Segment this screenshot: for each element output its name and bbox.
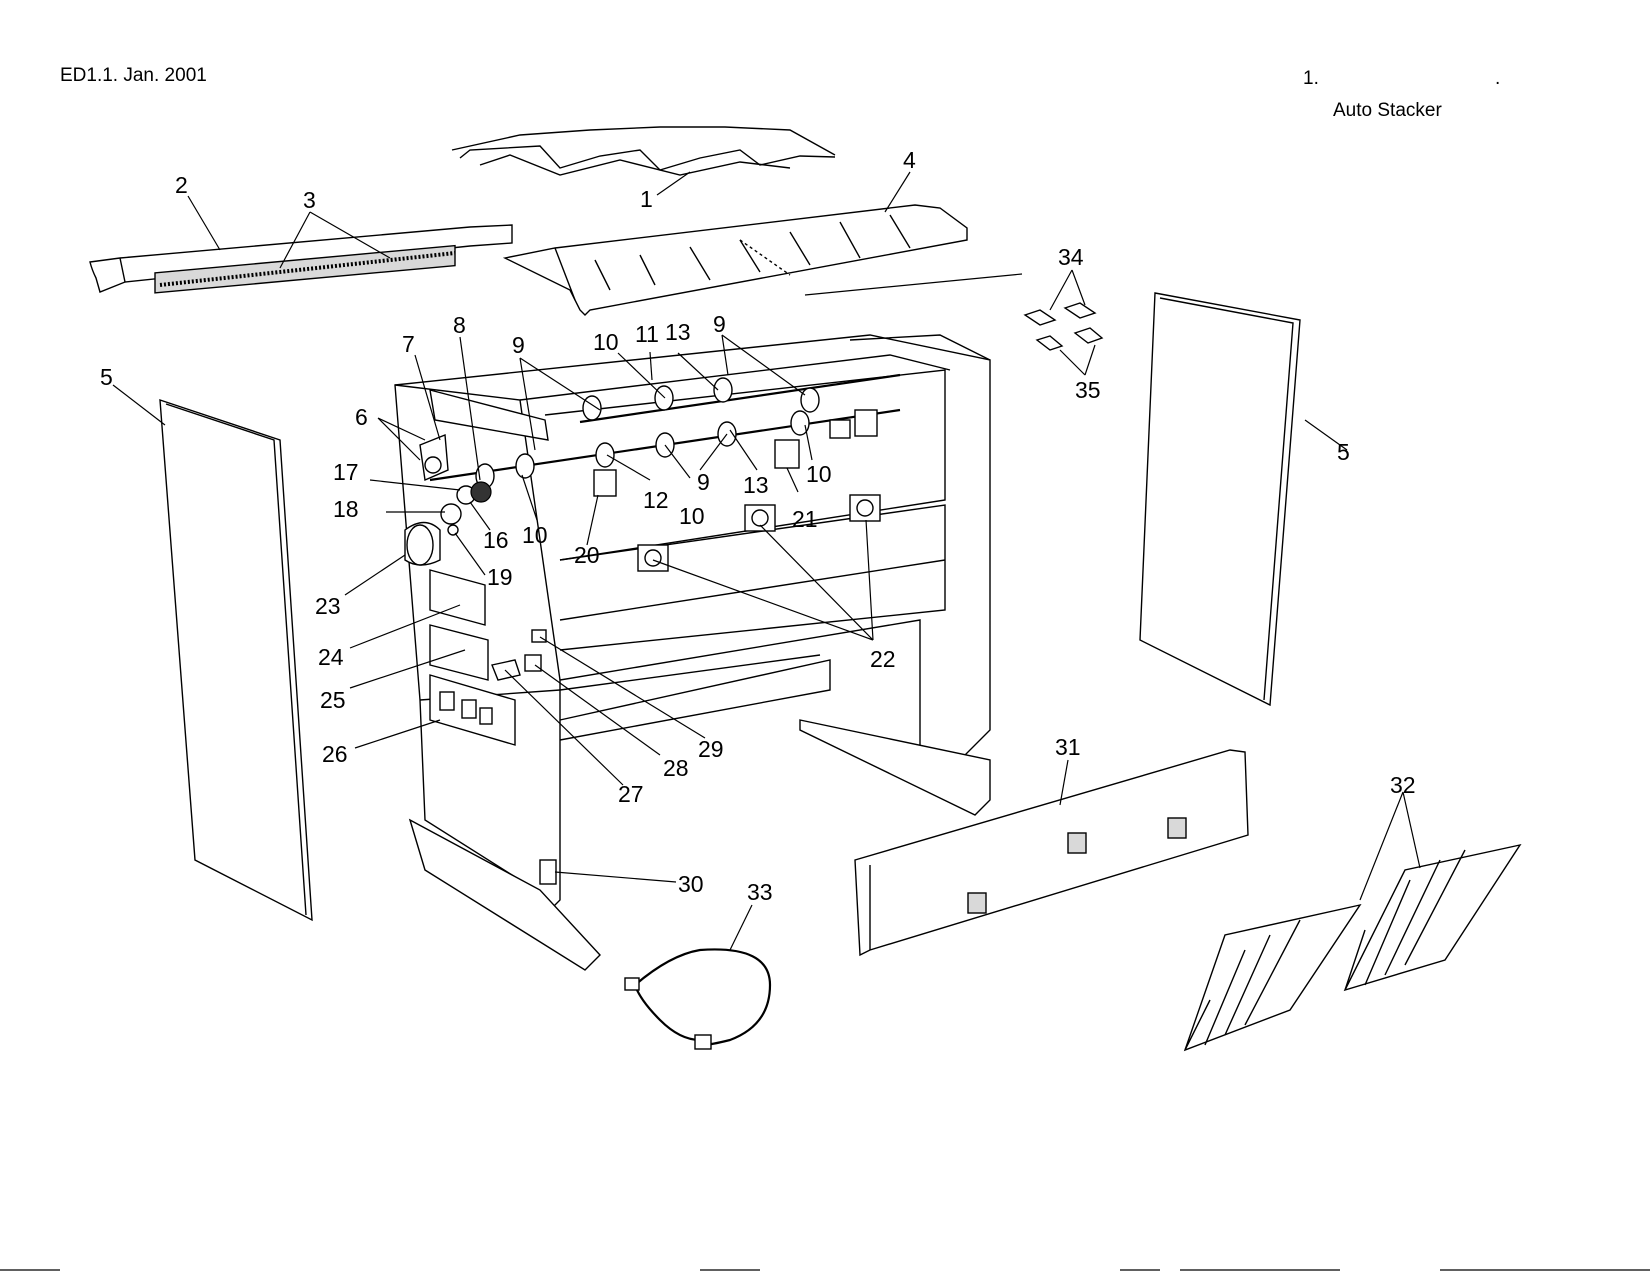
callout-23: 23 xyxy=(315,593,341,619)
page-title: Auto Stacker xyxy=(1333,100,1442,121)
part-power-cord xyxy=(624,948,772,1050)
part-curved-top-panel xyxy=(502,204,968,316)
part-left-side-panel xyxy=(159,399,313,922)
callout-6: 6 xyxy=(355,404,368,430)
part-front-cover xyxy=(854,749,1249,957)
callout-30: 30 xyxy=(678,871,704,897)
callout-33: 33 xyxy=(747,879,773,905)
part-drive-gears xyxy=(404,433,492,566)
callout-7: 7 xyxy=(402,331,415,357)
callout-9-b: 9 xyxy=(713,311,726,337)
callout-10-b: 10 xyxy=(522,522,548,548)
callout-29: 29 xyxy=(698,736,724,762)
part-wire-baskets xyxy=(1183,843,1522,1052)
callout-4: 4 xyxy=(903,147,916,173)
section-number: 1. xyxy=(1303,68,1319,89)
edition-date: ED1.1. Jan. 2001 xyxy=(60,65,207,86)
section-dot: . xyxy=(1495,68,1501,89)
part-top-cover xyxy=(89,224,513,294)
callout-9-c: 9 xyxy=(697,469,710,495)
part-clips xyxy=(1023,302,1104,351)
callout-27: 27 xyxy=(618,781,644,807)
callout-34: 34 xyxy=(1058,244,1084,270)
callout-16: 16 xyxy=(483,527,509,553)
callout-5-right: 5 xyxy=(1337,439,1350,465)
callout-3: 3 xyxy=(303,187,316,213)
callout-10-a: 10 xyxy=(593,329,619,355)
callout-28: 28 xyxy=(663,755,689,781)
part-main-frame xyxy=(394,334,991,971)
callout-18: 18 xyxy=(333,496,359,522)
part-roller-shafts xyxy=(429,373,901,489)
part-right-side-panel xyxy=(1139,292,1301,707)
callout-20: 20 xyxy=(574,542,600,568)
callout-5-left: 5 xyxy=(100,364,113,390)
callout-12: 12 xyxy=(643,487,669,513)
callout-24: 24 xyxy=(318,644,344,670)
part-top-wire-guide xyxy=(451,126,836,176)
callout-2: 2 xyxy=(175,172,188,198)
callout-32: 32 xyxy=(1390,772,1416,798)
callout-21: 21 xyxy=(792,506,818,532)
callout-labels: 1 2 3 4 5 5 6 7 8 9 9 9 9 10 10 10 10 11… xyxy=(100,147,1416,905)
part-switches-connectors xyxy=(491,629,557,885)
callout-17: 17 xyxy=(333,459,359,485)
callout-8: 8 xyxy=(453,312,466,338)
callout-10-d: 10 xyxy=(806,461,832,487)
callout-1: 1 xyxy=(640,186,653,212)
callout-25: 25 xyxy=(320,687,346,713)
callout-22: 22 xyxy=(870,646,896,672)
part-fans xyxy=(637,494,881,572)
callout-11: 11 xyxy=(635,321,659,347)
leader-lines xyxy=(112,171,1421,951)
callout-26: 26 xyxy=(322,741,348,767)
callout-13-a: 13 xyxy=(665,319,691,345)
callout-9-a: 9 xyxy=(512,332,525,358)
callout-13-b: 13 xyxy=(743,472,769,498)
callout-19: 19 xyxy=(487,564,513,590)
callout-31: 31 xyxy=(1055,734,1081,760)
callout-35: 35 xyxy=(1075,377,1101,403)
callout-10-c: 10 xyxy=(679,503,705,529)
